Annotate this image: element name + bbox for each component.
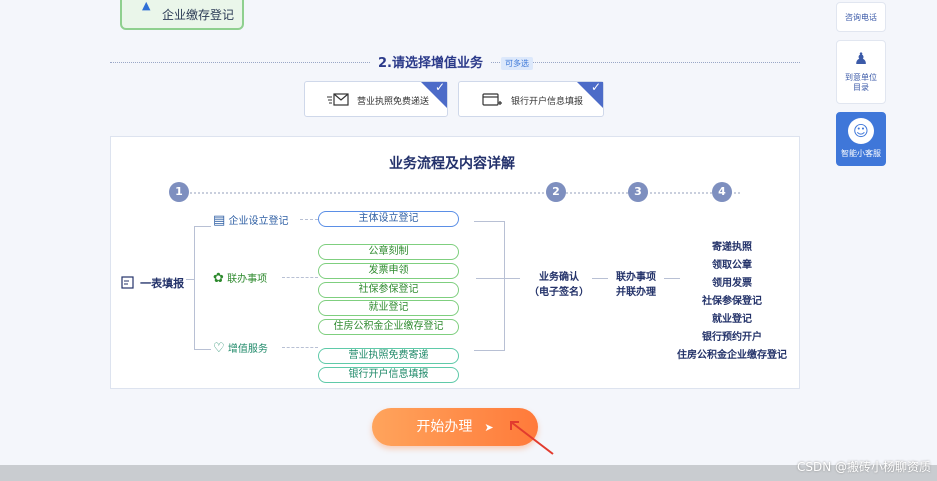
person-icon: ▲ <box>142 0 151 12</box>
form-edit-icon <box>121 276 134 289</box>
pill-bracket <box>474 221 505 351</box>
result-item: 银行预约开户 <box>702 332 762 343</box>
multi-select-badge: 可多选 <box>501 57 533 70</box>
enterprise-deposit-card[interactable]: ▲ 企业缴存登记 <box>120 0 244 30</box>
one-form-fill: 一表填报 <box>121 272 184 291</box>
flow-title: 业务流程及内容详解 <box>389 156 515 172</box>
category-registration: ▤ 企业设立登记 <box>213 212 288 227</box>
step-1: 1 <box>169 182 189 202</box>
directory-label-line1: 到意单位 <box>845 73 877 82</box>
step-3: 3 <box>628 182 648 202</box>
category-joint-label: 联办事项 <box>227 274 268 285</box>
option-license-delivery-label: 营业执照免费递送 <box>357 97 430 107</box>
pill-seal-engraving: 公章刻制 <box>318 244 459 260</box>
result-item: 就业登记 <box>712 314 752 325</box>
step-4: 4 <box>712 182 732 202</box>
consult-phone-label: 咨询电话 <box>845 13 877 22</box>
connector-line <box>592 278 608 279</box>
result-item: 住房公积金企业缴存登记 <box>677 350 787 361</box>
consult-phone-button[interactable]: 咨询电话 <box>836 2 886 32</box>
flow-panel <box>110 136 800 389</box>
option-bank-account-info[interactable]: 银行开户信息填报 ✓ <box>458 80 604 117</box>
pill-housing-fund: 住房公积金企业缴存登记 <box>318 319 459 335</box>
category-value-added-label: 增值服务 <box>227 344 268 355</box>
smart-assistant-button[interactable]: ☺ 智能小客服 <box>836 112 886 166</box>
mail-delivery-icon <box>327 93 349 106</box>
connector-line <box>186 279 194 280</box>
assistant-label: 智能小客服 <box>841 149 881 158</box>
business-confirm: 业务确认 （电子签名） <box>524 270 594 300</box>
selected-corner <box>577 82 603 108</box>
joint-service-icon: ✿ <box>213 271 224 286</box>
category-bracket <box>194 226 211 350</box>
check-icon: ✓ <box>590 80 601 94</box>
business-confirm-line1: 业务确认 <box>539 272 579 283</box>
top-card-label: 企业缴存登记 <box>162 8 235 22</box>
selected-corner <box>421 82 447 108</box>
connector-line <box>300 219 318 220</box>
start-button-label: 开始办理 <box>416 419 473 435</box>
watermark: CSDN @搬砖小杨聊资质 <box>796 460 931 474</box>
connector-line <box>476 278 520 279</box>
result-item: 社保参保登记 <box>702 296 762 307</box>
business-confirm-line2: （电子签名） <box>529 287 589 298</box>
pill-social-insurance: 社保参保登记 <box>318 282 459 298</box>
section-title: 2.请选择增值业务 <box>370 52 491 71</box>
category-joint: ✿ 联办事项 <box>213 270 267 285</box>
arrow-right-icon: ➤ <box>484 421 494 434</box>
directory-person-icon: ♟ <box>853 49 869 68</box>
step-connector <box>190 192 740 194</box>
annotation-arrow-icon <box>510 421 554 455</box>
option-bank-account-label: 银行开户信息填报 <box>511 97 584 107</box>
result-item: 领取公章 <box>712 260 752 271</box>
joint-parallel-line2: 并联办理 <box>616 287 656 298</box>
joint-parallel: 联办事项 并联办理 <box>606 270 666 300</box>
pill-license-delivery: 营业执照免费寄递 <box>318 348 459 364</box>
pill-invoice-application: 发票申领 <box>318 263 459 279</box>
joint-parallel-line1: 联办事项 <box>616 272 656 283</box>
category-value-added: ♡ 增值服务 <box>213 340 268 355</box>
category-registration-label: 企业设立登记 <box>228 216 289 227</box>
bottom-bar <box>0 465 937 481</box>
connector-line <box>282 277 318 278</box>
result-item: 领用发票 <box>712 278 752 289</box>
pill-employment-registration: 就业登记 <box>318 300 459 316</box>
bank-card-icon <box>482 93 502 106</box>
check-icon: ✓ <box>434 80 445 94</box>
connector-line <box>282 347 318 348</box>
pill-entity-registration: 主体设立登记 <box>318 211 459 227</box>
value-added-icon: ♡ <box>213 341 225 356</box>
connector-line <box>664 278 680 279</box>
directory-label-line2: 目录 <box>853 83 869 92</box>
registration-icon: ▤ <box>213 213 226 228</box>
pill-bank-account-info: 银行开户信息填报 <box>318 367 459 383</box>
unit-directory-button[interactable]: ♟ 到意单位 目录 <box>836 40 886 104</box>
option-license-delivery[interactable]: 营业执照免费递送 ✓ <box>304 80 448 117</box>
one-form-fill-label: 一表填报 <box>140 277 185 290</box>
assistant-avatar-icon: ☺ <box>848 118 874 144</box>
step-2: 2 <box>546 182 566 202</box>
result-item: 寄递执照 <box>712 242 752 253</box>
